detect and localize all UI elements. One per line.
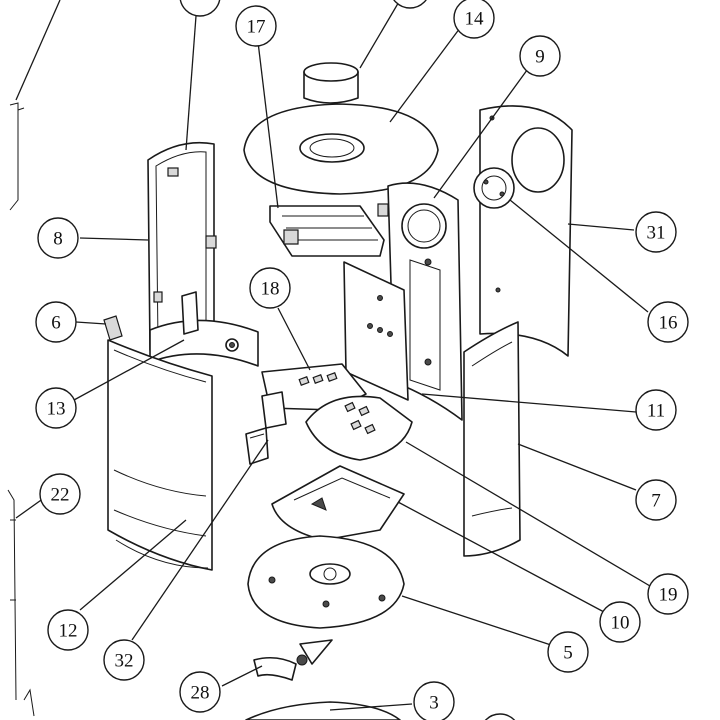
leader-28 [221,665,263,687]
leader-6 [75,321,107,325]
leader-top-mid [185,15,197,151]
part-3-bottom-partial [23,688,401,720]
callout-6: 6 [35,301,77,343]
part-32-latch-box [245,427,269,465]
part-8-left-upper-panel [147,141,217,351]
leader-22 [15,497,45,519]
svg-text:17: 17 [247,17,266,38]
leader-top-collar [359,0,401,69]
part-31-right-rear-panel [479,105,573,357]
part-7-right-side-panel [463,321,521,557]
callout-8: 8 [37,217,79,259]
svg-text:22: 22 [51,485,70,506]
callout-31: 31 [635,211,677,253]
svg-text:10: 10 [611,613,630,634]
callout-12: 12 [47,609,89,651]
callout-top-partial-2 [393,0,427,9]
svg-text:18: 18 [261,279,280,300]
callout-bottom-partial [484,713,516,720]
leader-16 [509,199,649,313]
svg-text:12: 12 [59,621,78,642]
part-28-air-slider [253,639,333,681]
leader-18 [277,307,311,371]
svg-text:16: 16 [659,313,678,334]
part-6-front-body [103,315,213,571]
callout-14: 14 [453,0,495,39]
leader-14 [389,27,461,123]
leader-31 [567,223,635,231]
part-17-baffle [269,205,385,257]
callout-9: 9 [519,35,561,77]
svg-text:11: 11 [647,401,665,422]
callout-22: 22 [39,473,81,515]
callout-16: 16 [647,301,689,343]
svg-text:9: 9 [535,47,545,68]
part-19-grate [305,395,413,461]
part-10-ash-pan [271,465,405,541]
partial-part-top-left [9,102,25,211]
svg-text:8: 8 [53,229,63,250]
svg-text:19: 19 [659,585,678,606]
svg-text:6: 6 [51,313,61,334]
leader-lines [15,0,651,711]
part-13-arched-bracket [149,291,259,367]
callout-5: 5 [547,631,589,673]
svg-text:5: 5 [563,643,573,664]
leader-17 [257,41,279,209]
part-11-rear-plate [343,261,409,401]
leader-8 [79,237,149,241]
callout-11: 11 [635,389,677,431]
svg-text:28: 28 [191,683,210,704]
svg-text:31: 31 [647,223,666,244]
callout-13: 13 [35,387,77,429]
part-22-edge [7,489,17,701]
part-16-flue-cover [473,167,515,209]
callout-top-partial-1 [179,0,221,17]
svg-text:14: 14 [465,9,485,30]
callout-19: 19 [647,573,689,615]
leader-13 [73,339,185,401]
svg-text:13: 13 [47,399,66,420]
leader-12 [79,519,187,611]
leader-top-left [15,0,61,101]
callout-10: 10 [599,601,641,643]
part-14-top-plate [243,62,439,195]
part-5-base-plate [247,535,405,629]
leader-5 [401,595,555,647]
leader-19 [405,441,651,587]
callout-3: 3 [413,681,455,720]
leader-10 [397,501,605,613]
callout-32: 32 [103,639,145,681]
callout-28: 28 [179,671,221,713]
callout-7: 7 [635,479,677,521]
leader-11 [421,393,637,413]
leader-7 [517,443,637,491]
leader-9 [433,65,531,199]
callout-17: 17 [235,5,277,47]
svg-text:3: 3 [429,693,439,714]
svg-text:32: 32 [115,651,134,672]
svg-text:7: 7 [651,491,661,512]
callout-18: 18 [249,267,291,309]
leader-3 [329,703,413,711]
leader-32 [131,439,269,641]
